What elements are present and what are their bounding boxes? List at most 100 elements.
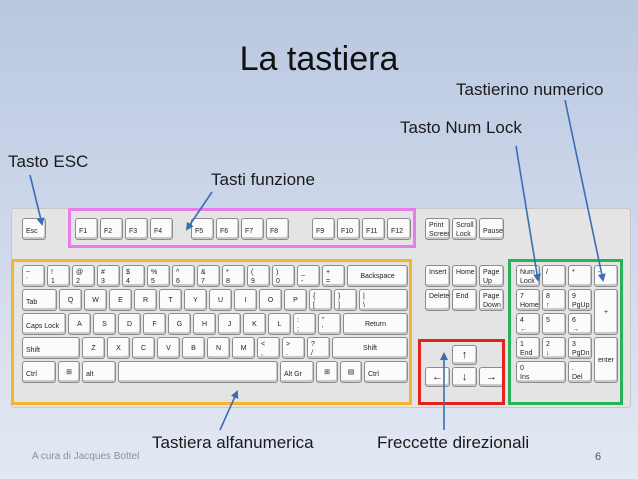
key-semicolon: :;: [293, 313, 316, 335]
key-numpad-6-bottom: →: [572, 326, 579, 333]
key-numpad-4-bottom: ←: [520, 326, 527, 333]
key-numpad-8-bottom: ↑: [546, 302, 550, 309]
key-numpad-9-bottom: PgUp: [572, 302, 590, 309]
key-f9: F9: [312, 218, 335, 240]
footer-credit: A cura di Jacques Bottel: [32, 451, 140, 462]
key-end: End: [452, 289, 477, 311]
key-print-screen: Print Screen: [425, 218, 450, 240]
key-d: D: [118, 313, 141, 335]
key-numpad-1-top: 1: [520, 341, 524, 348]
key-9-top: (: [251, 269, 254, 276]
key-semicolon-top: :: [297, 317, 299, 324]
key-numpad-2: 2↓: [542, 337, 566, 359]
key-s: S: [93, 313, 116, 335]
key-numpad-7-bottom: Home: [520, 302, 539, 309]
key-numpad-2-top: 2: [546, 341, 550, 348]
key-alt-gr: Alt Gr: [280, 361, 314, 383]
key-numpad-6: 6→: [568, 313, 592, 335]
key-t: T: [159, 289, 182, 311]
key-right-bracket-bottom: ]: [338, 302, 340, 309]
key-windows-right: ⊞: [316, 361, 338, 383]
key-backslash: |\: [359, 289, 408, 311]
key-slash: ?/: [307, 337, 330, 359]
key-2-bottom: 2: [76, 278, 80, 285]
keyboard-image: Esc F1 F2 F3 F4 F5 F6 F7 F8 F9 F10 F11 F…: [11, 208, 631, 408]
key-o: O: [259, 289, 282, 311]
key-page-down: Page Down: [479, 289, 504, 311]
key-e: E: [109, 289, 132, 311]
key-6: ^6: [172, 265, 195, 287]
key-b: B: [182, 337, 205, 359]
key-shift-left: Shift: [22, 337, 80, 359]
key-left-bracket: {[: [309, 289, 332, 311]
key-g: G: [168, 313, 191, 335]
key-backslash-bottom: \: [363, 302, 365, 309]
key-page-up: Page Up: [479, 265, 504, 287]
key-comma: <,: [257, 337, 280, 359]
key-numpad-4-top: 4: [520, 317, 524, 324]
key-numpad-dot-top: .: [572, 365, 574, 372]
key-backslash-top: |: [363, 293, 365, 300]
key-0-top: ): [276, 269, 279, 276]
key-numpad-6-top: 6: [572, 317, 576, 324]
key-q: Q: [59, 289, 82, 311]
key-numpad-3-bottom: PgDn: [572, 350, 590, 357]
key-numpad-9-top: 9: [572, 293, 576, 300]
key-3-top: #: [101, 269, 105, 276]
key-scroll-lock: Scroll Lock: [452, 218, 477, 240]
key-3: #3: [97, 265, 120, 287]
key-backspace: Backspace: [347, 265, 408, 287]
key-f6: F6: [216, 218, 239, 240]
label-function-keys: Tasti funzione: [211, 170, 315, 189]
key-m: M: [232, 337, 255, 359]
key-return: Return: [343, 313, 408, 335]
key-7-top: &: [201, 269, 206, 276]
key-left-bracket-bottom: [: [313, 302, 315, 309]
label-numlock: Tasto Num Lock: [400, 118, 522, 137]
key-home: Home: [452, 265, 477, 287]
key-left-bracket-top: {: [313, 293, 316, 300]
key-r: R: [134, 289, 157, 311]
key-numpad-4: 4←: [516, 313, 540, 335]
key-equals-top: +: [326, 269, 331, 276]
key-arrow-right: →: [479, 367, 504, 387]
key-f4: F4: [150, 218, 173, 240]
key-numpad-dot: . Del: [568, 361, 592, 383]
label-arrow-keys: Freccette direzionali: [377, 433, 530, 452]
key-pause: Pause: [479, 218, 504, 240]
key-y: Y: [184, 289, 207, 311]
key-9-bottom: 9: [251, 278, 255, 285]
key-period-top: >: [286, 341, 291, 348]
key-shift-right: Shift: [332, 337, 408, 359]
key-menu: ▤: [340, 361, 362, 383]
key-numpad-dot-bottom: Del: [572, 374, 583, 381]
menu-icon: ▤: [347, 368, 355, 376]
key-esc: Esc: [22, 218, 46, 240]
key-numpad-0-bottom: Ins: [520, 374, 530, 381]
key-numpad-8-top: 8: [546, 293, 550, 300]
key-6-top: ^: [176, 269, 180, 276]
key-f10: F10: [337, 218, 360, 240]
key-ctrl-right: Ctrl: [364, 361, 408, 383]
key-w: W: [84, 289, 107, 311]
key-4: $4: [122, 265, 145, 287]
key-f2: F2: [100, 218, 123, 240]
key-4-bottom: 4: [126, 278, 130, 285]
key-insert: Insert: [425, 265, 450, 287]
key-7-bottom: 7: [201, 278, 205, 285]
key-2-top: @: [76, 269, 84, 276]
key-8: *8: [222, 265, 245, 287]
key-n: N: [207, 337, 230, 359]
key-quote: "': [318, 313, 341, 335]
key-8-top: *: [226, 269, 229, 276]
key-z: Z: [82, 337, 105, 359]
key-6-bottom: 6: [176, 278, 180, 285]
key-5-bottom: 5: [151, 278, 155, 285]
key-numpad-multiply: *: [568, 265, 592, 287]
key-minus: _-: [297, 265, 320, 287]
key-numpad-5: 5: [542, 313, 566, 335]
